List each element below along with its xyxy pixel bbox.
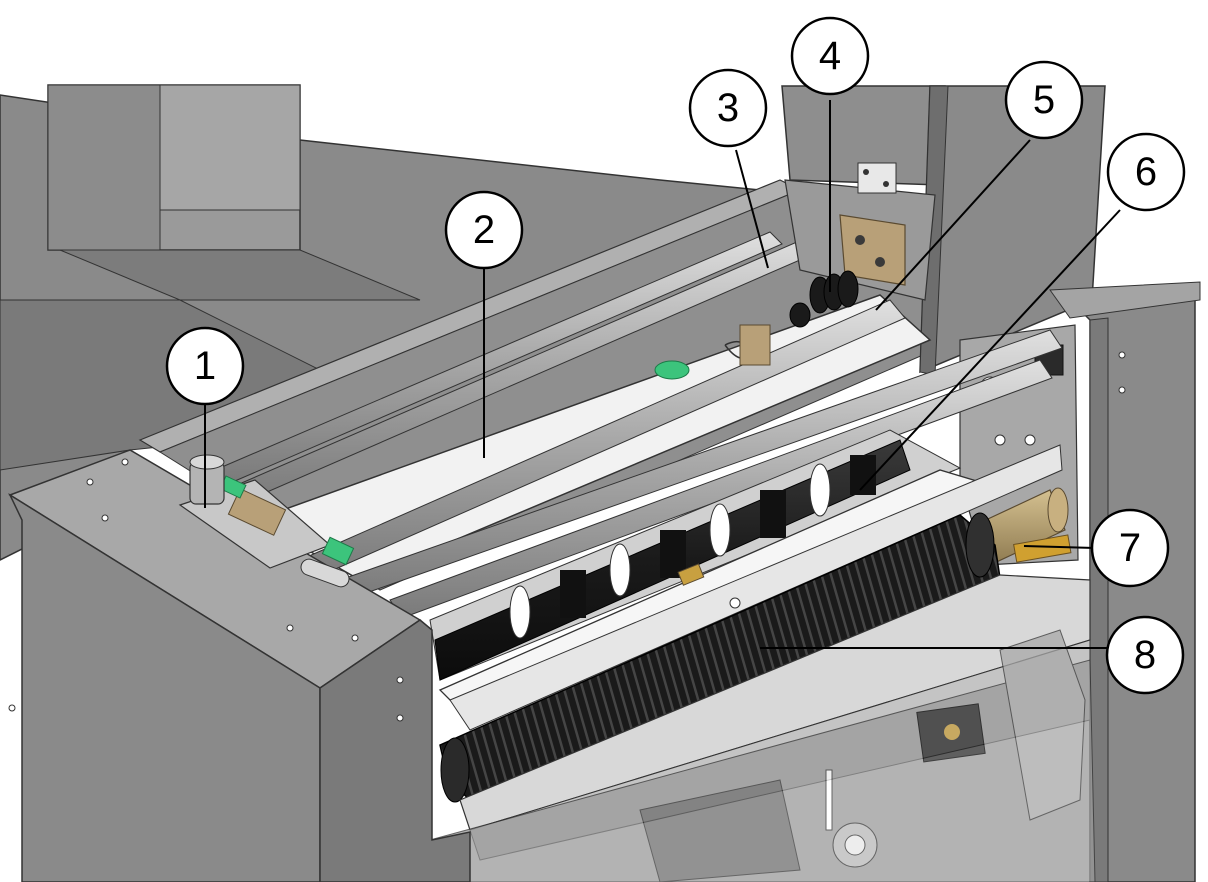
lower-mechanism: [429, 629, 1096, 882]
callout-label-3: 3: [717, 86, 739, 130]
callout-label-2: 2: [473, 208, 495, 252]
callout-2: 2: [444, 190, 524, 270]
callout-5: 5: [1004, 60, 1084, 140]
callout-label-8: 8: [1134, 633, 1156, 677]
callout-label-7: 7: [1119, 526, 1141, 570]
front-left-housing: [8, 449, 471, 882]
upper-rods: [214, 231, 833, 503]
callout-7: 7: [1090, 508, 1170, 588]
callout-label-1: 1: [194, 344, 216, 388]
callout-1: 1: [165, 326, 245, 406]
right-side-frame: [1049, 281, 1201, 882]
leader-lines: [204, 100, 1121, 649]
callout-label-4: 4: [819, 34, 841, 78]
brass-cylinder: [974, 487, 1072, 566]
callout-label-5: 5: [1033, 78, 1055, 122]
callout-label-6: 6: [1135, 150, 1157, 194]
adjust-knob: [178, 454, 355, 588]
ribbed-roller: [439, 512, 1001, 803]
gear-assembly: [739, 162, 936, 366]
callout-6: 6: [1106, 132, 1186, 212]
callout-4: 4: [790, 16, 870, 96]
white-blade: [438, 444, 1063, 731]
feed-roller-assembly: [429, 429, 962, 681]
callout-8: 8: [1105, 615, 1185, 695]
callout-3: 3: [688, 68, 768, 148]
